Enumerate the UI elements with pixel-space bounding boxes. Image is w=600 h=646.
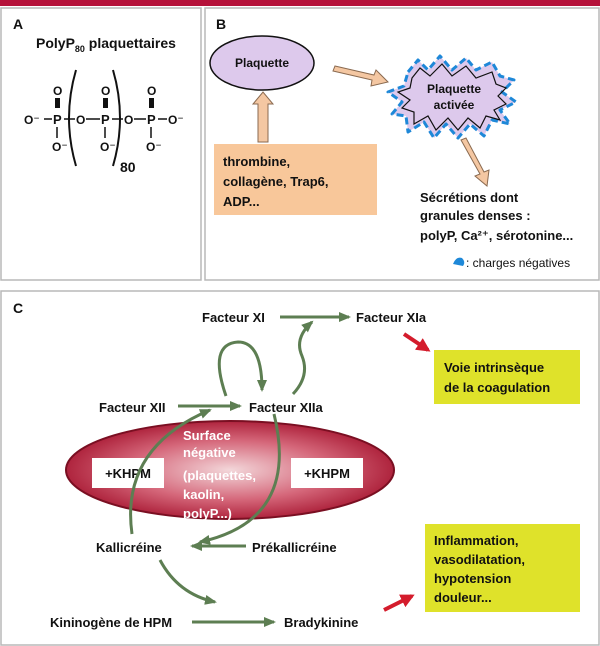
panel-a-title: PolyP80 plaquettaires: [36, 35, 176, 54]
stimuli-line-3: ADP...: [223, 194, 260, 209]
panel-b-letter: B: [216, 16, 226, 32]
activated-platelet-label-2: activée: [434, 98, 475, 112]
kallicreine-to-bradykinine-arrow: [158, 559, 217, 605]
facteur-xi-label: Facteur XI: [202, 310, 265, 325]
inflammation-line-2: vasodilatation,: [434, 552, 525, 567]
coagulation-box: [434, 350, 580, 404]
inflammation-line-3: hypotension: [434, 571, 511, 586]
secretion-arrow: [460, 137, 490, 187]
oxygen-top-3: O: [147, 84, 156, 98]
double-bond-3: [149, 98, 154, 108]
oxygen-bottom-1: O⁻: [52, 140, 68, 154]
red-arrow-coagulation: [402, 332, 431, 352]
coagulation-line-2: de la coagulation: [444, 380, 550, 395]
surface-line-5: polyP...): [183, 506, 232, 521]
surface-line-2: négative: [183, 445, 236, 460]
stimuli-arrow: [251, 91, 275, 143]
xiia-feedback-loop: [217, 340, 267, 397]
facteur-xia-label: Facteur XIa: [356, 310, 427, 325]
activated-platelet-label-1: Plaquette: [427, 82, 481, 96]
paren-right: [112, 69, 121, 167]
red-arrow-inflammation: [383, 594, 415, 612]
negative-charge-icon: [453, 257, 465, 266]
top-rule: [0, 0, 600, 6]
facteur-xiia-label: Facteur XIIa: [249, 400, 323, 415]
secretion-line-1: Sécrétions dont: [420, 190, 519, 205]
polyp-title-rest: plaquettaires: [85, 35, 176, 51]
prekallicreine-label: Prékallicréine: [252, 540, 337, 555]
surface-line-1: Surface: [183, 428, 231, 443]
stimuli-line-1: thrombine,: [223, 154, 290, 169]
khpm-left-box: [92, 458, 164, 488]
plaquette-label: Plaquette: [235, 56, 289, 70]
coagulation-line-1: Voie intrinsèque: [444, 360, 544, 375]
xiia-to-kallicreine-arrow: [198, 413, 281, 545]
double-bond-1: [55, 98, 60, 108]
kininogene-label: Kininogène de HPM: [50, 615, 172, 630]
polyp-label: PolyP: [36, 35, 75, 51]
stimuli-box: [214, 144, 377, 215]
khpm-right-box: [291, 458, 363, 488]
oxygen-top-2: O: [101, 84, 110, 98]
xiia-activation-arrow: [291, 320, 314, 396]
oxygen-top-1: O: [53, 84, 62, 98]
double-bond-2: [103, 98, 108, 108]
oxygen-minus-left: O⁻: [24, 113, 40, 127]
repeat-count: 80: [120, 159, 136, 175]
legend-label: : charges négatives: [466, 256, 570, 270]
khpm-right-label: +KHPM: [304, 466, 350, 481]
inflammation-line-1: Inflammation,: [434, 533, 519, 548]
polyp-subscript: 80: [75, 44, 85, 54]
activation-arrow: [332, 65, 389, 87]
negative-surface: [65, 420, 395, 520]
activated-platelet-outline: [386, 54, 518, 140]
bradykinine-label: Bradykinine: [284, 615, 358, 630]
secretion-line-3: polyP, Ca²⁺, sérotonine...: [420, 228, 573, 243]
stimuli-line-2: collagène, Trap6,: [223, 174, 329, 189]
phosphorus-1: P: [53, 112, 62, 127]
inflammation-box: [425, 524, 580, 612]
oxygen-bridge-1: O: [76, 113, 85, 127]
panel-c-letter: C: [13, 300, 23, 316]
panel-a-letter: A: [13, 16, 23, 32]
oxygen-minus-right: O⁻: [168, 113, 184, 127]
kallicreine-to-xii-arrow: [129, 408, 212, 535]
activated-platelet-inner: [396, 63, 508, 131]
oxygen-bottom-2: O⁻: [100, 140, 116, 154]
surface-line-4: kaolin,: [183, 487, 224, 502]
oxygen-bridge-2: O: [124, 113, 133, 127]
phosphorus-2: P: [101, 112, 110, 127]
secretion-line-2: granules denses :: [420, 208, 531, 223]
surface-line-3: (plaquettes,: [183, 468, 256, 483]
panel-a-frame: [0, 7, 202, 281]
oxygen-bottom-3: O⁻: [146, 140, 162, 154]
khpm-left-label: +KHPM: [105, 466, 151, 481]
paren-left: [68, 69, 77, 167]
facteur-xii-label: Facteur XII: [99, 400, 165, 415]
phosphorus-3: P: [147, 112, 156, 127]
plaquette-cell: [209, 35, 315, 91]
kallicreine-label: Kallicréine: [96, 540, 162, 555]
inflammation-line-4: douleur...: [434, 590, 492, 605]
